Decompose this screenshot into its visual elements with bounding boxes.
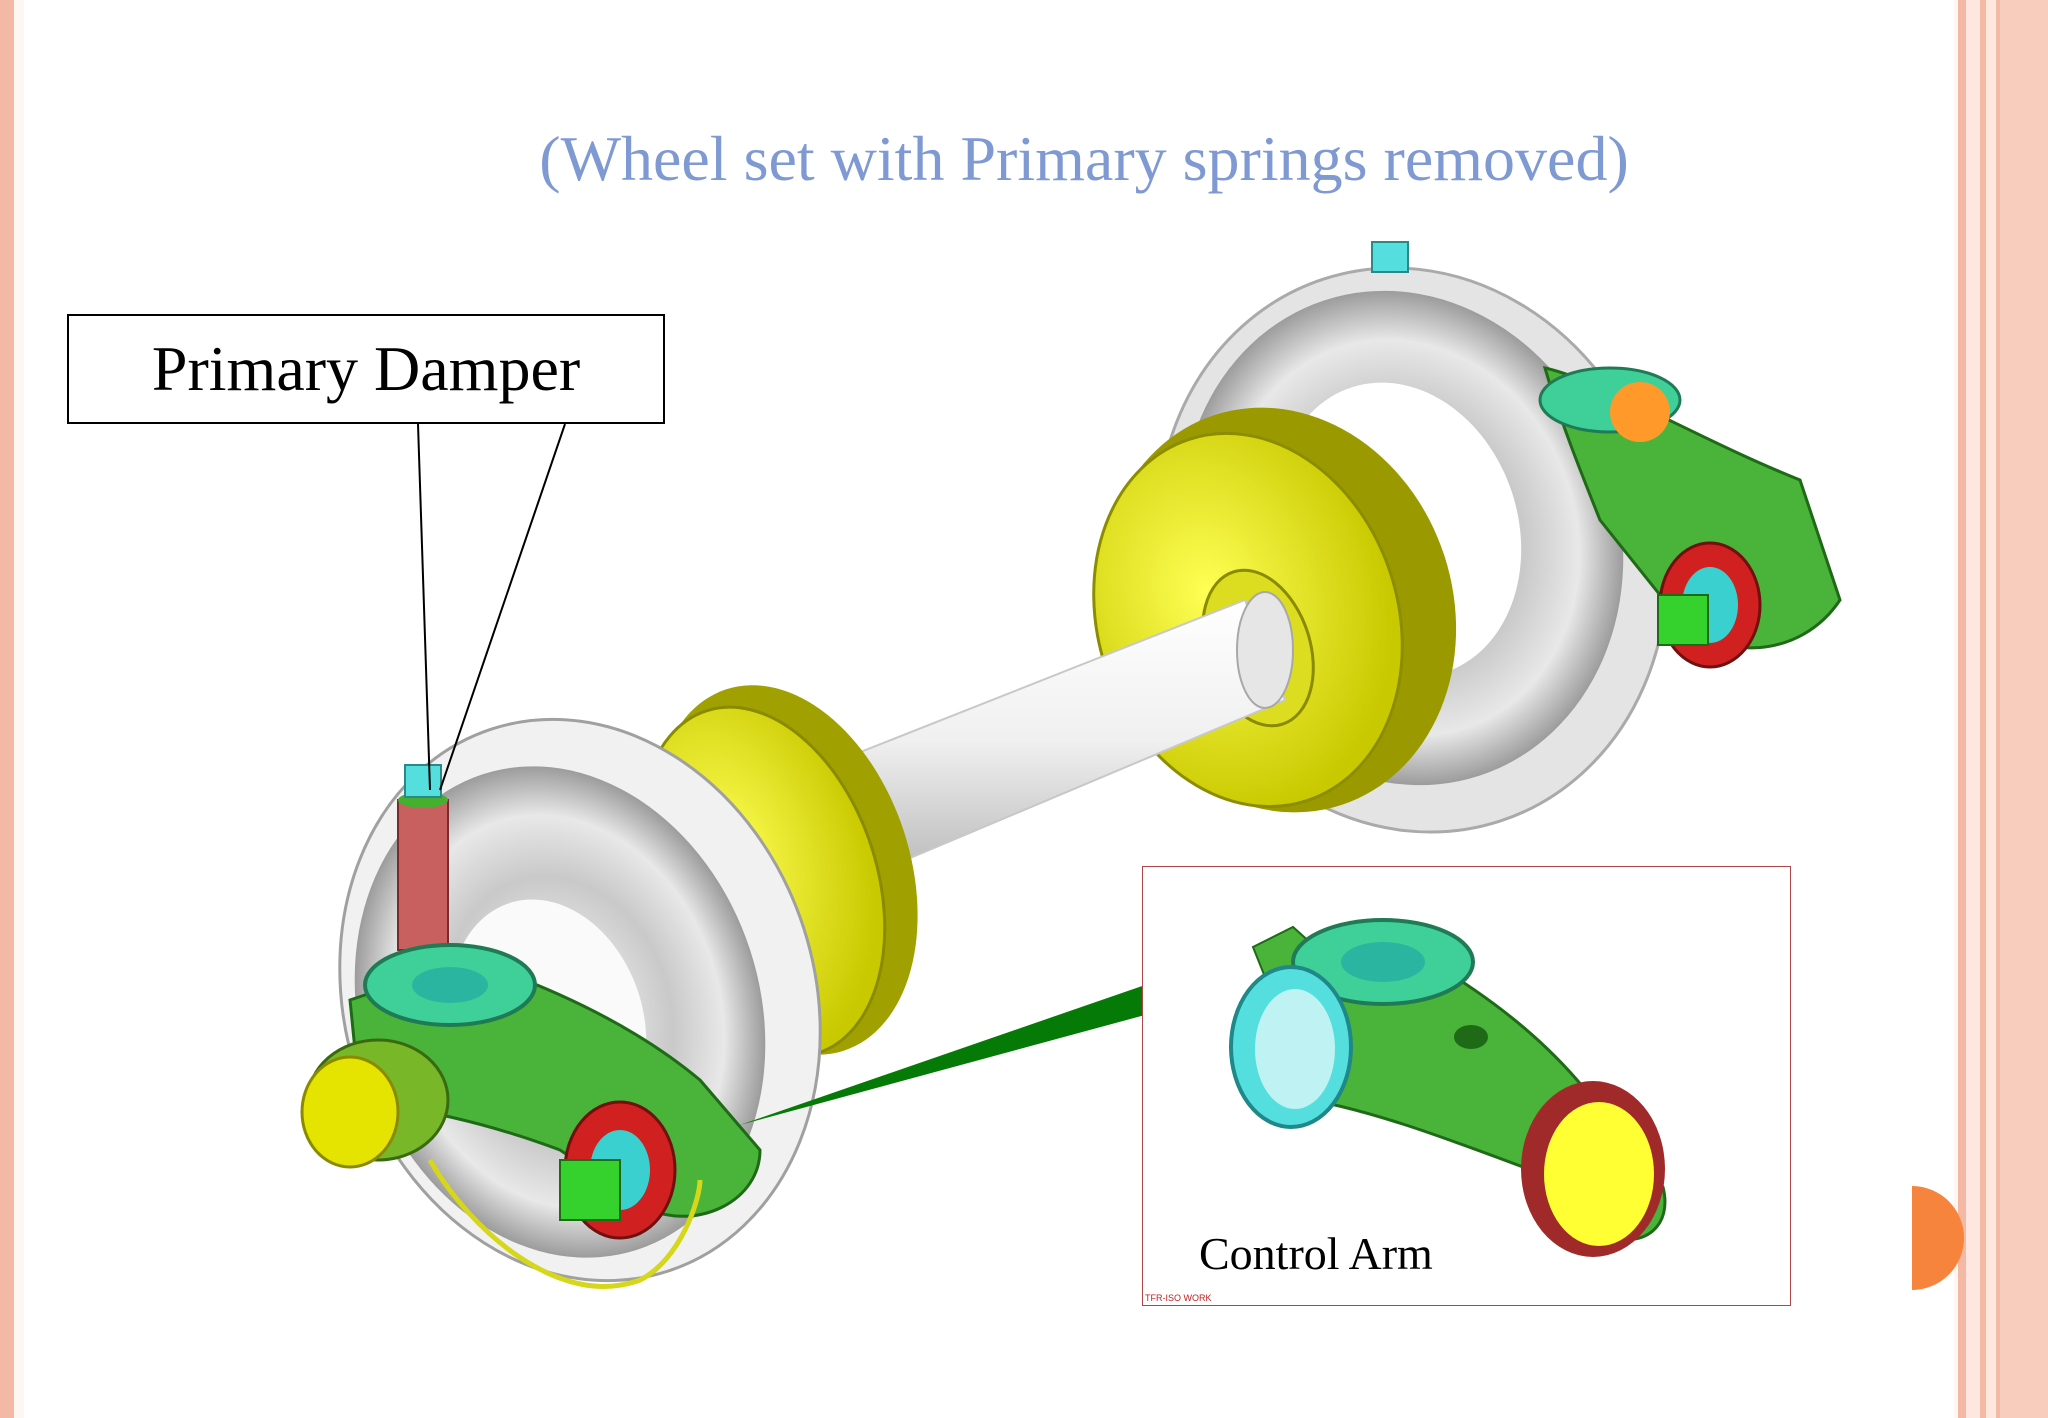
slide-right-stripe xyxy=(1986,0,1996,1418)
inset-watermark: TFR-ISO WORK xyxy=(1145,1293,1212,1303)
axle-box-end-cover xyxy=(300,1038,450,1169)
slide-right-stripe xyxy=(1980,0,1986,1418)
callout-label: Primary Damper xyxy=(151,333,581,404)
slide-left-border xyxy=(0,0,14,1418)
primary-damper-callout: Primary Damper xyxy=(67,314,665,424)
primary-damper xyxy=(397,764,449,951)
inset-label: Control Arm xyxy=(1199,1228,1433,1279)
near-control-arm xyxy=(348,943,762,1240)
slide-title: (Wheel set with Primary springs removed) xyxy=(539,123,1629,194)
sensor-cable xyxy=(427,1158,703,1289)
slide-right-stripe xyxy=(2000,0,2048,1418)
callout-leader xyxy=(417,423,566,791)
inset-pointer xyxy=(740,985,1145,1125)
control-arm-illustration xyxy=(1229,918,1667,1257)
top-bolt-icon xyxy=(1371,241,1409,273)
slide-right-stripe xyxy=(1958,0,1966,1418)
slide-right-stripe xyxy=(1966,0,1980,1418)
slide-right-stripe xyxy=(1996,0,2000,1418)
control-arm-inset: Control Arm TFR-ISO WORK xyxy=(1142,866,1791,1306)
far-control-arm xyxy=(1538,365,1842,669)
slide-nav-marker xyxy=(1912,1186,1964,1290)
